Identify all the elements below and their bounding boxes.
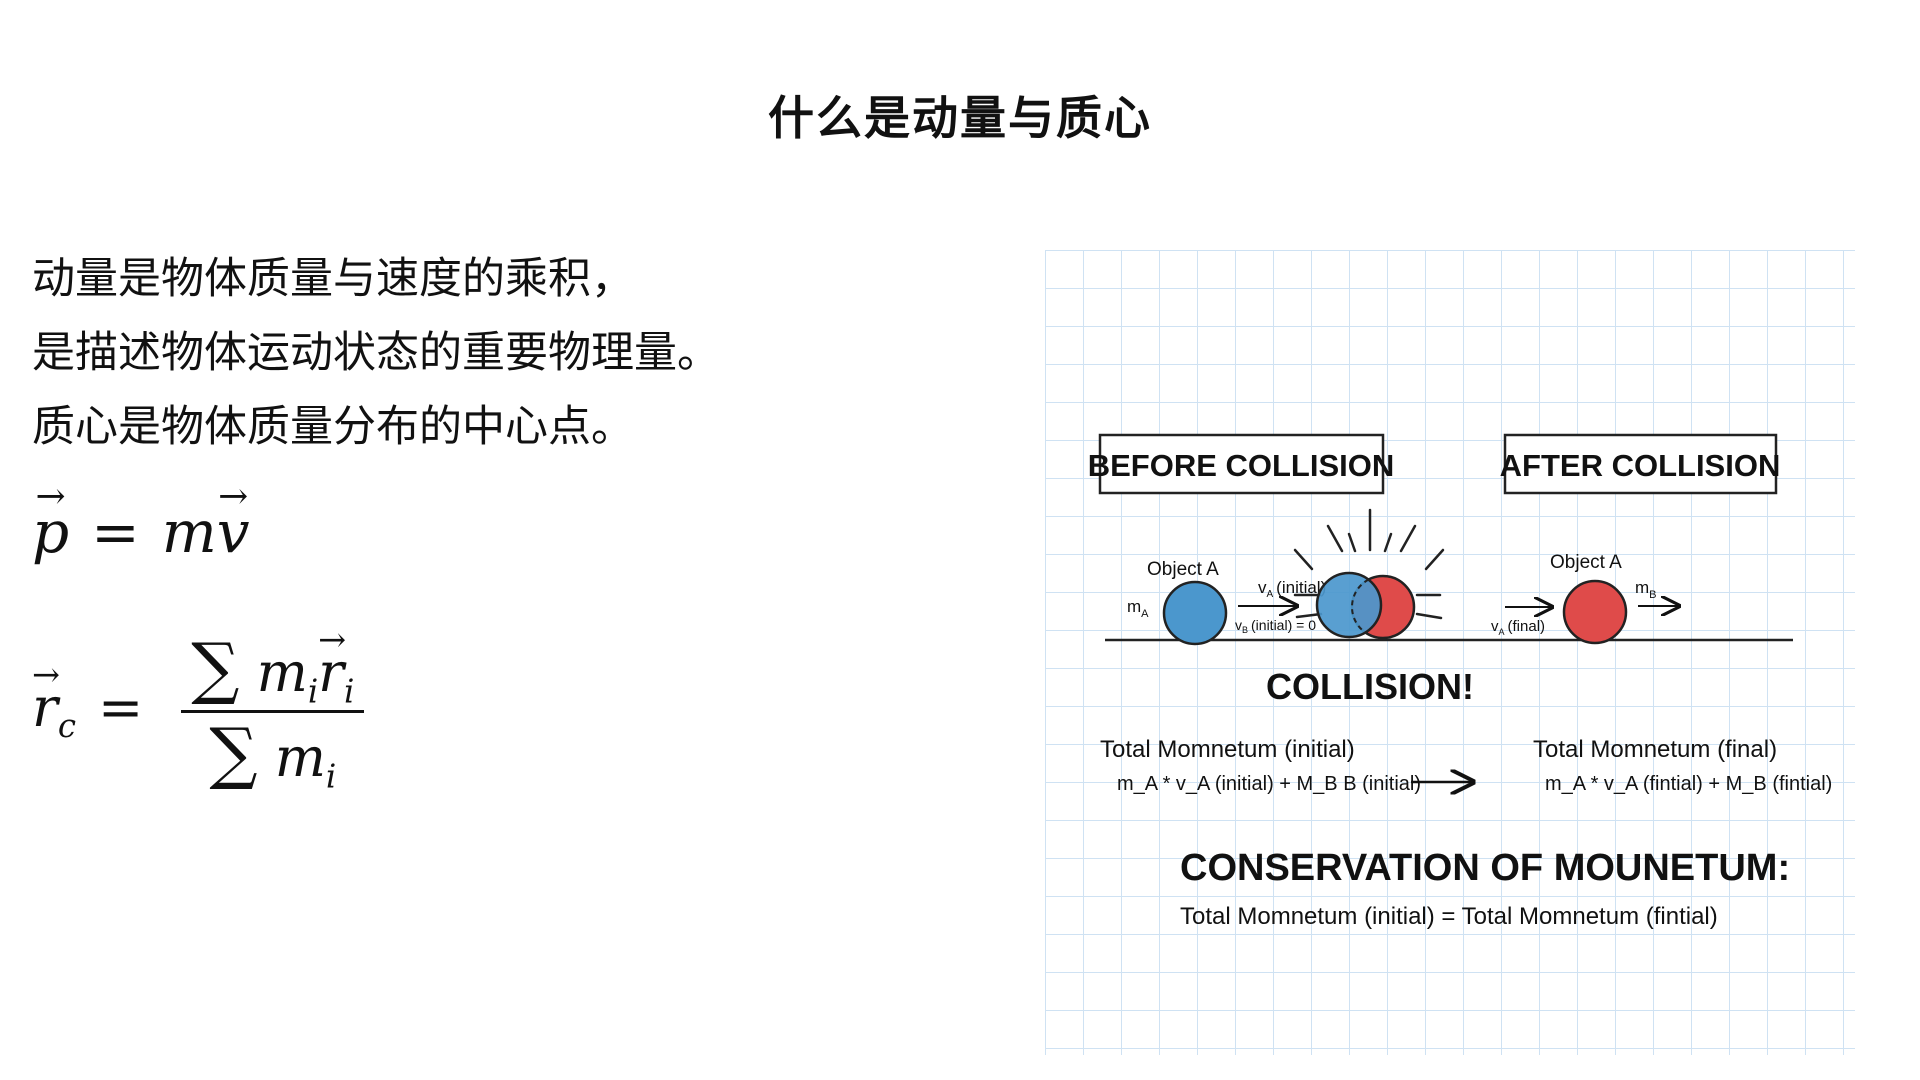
va-final-label: vA(final) [1491, 618, 1545, 637]
object-a-left-label: Object A [1147, 559, 1219, 580]
paragraph-line: 动量是物体质量与速度的乘积， [32, 254, 634, 304]
subscript-i: i [307, 672, 319, 711]
grid-paper [1045, 250, 1855, 1055]
velocity-symbol: v [217, 476, 250, 566]
va-initial-label: vA(initial) [1258, 578, 1326, 600]
mass-b-label: mB [1635, 578, 1657, 601]
ball-a-colliding [1315, 571, 1383, 639]
momentum-formula: p = mv [32, 476, 250, 566]
mass-symbol: m [274, 726, 326, 790]
denominator: ∑ mi [181, 713, 364, 795]
after-label: AFTER COLLISION [1500, 448, 1781, 483]
total-initial-label: Total Momnetum (initial) [1100, 736, 1355, 763]
vb-initial-label: vB(initial) = 0 [1235, 617, 1316, 635]
subscript-c: c [57, 707, 76, 746]
conservation-equation: Total Momnetum (initial) = Total Momnetu… [1180, 903, 1718, 930]
fraction: ∑ miri ∑ mi [181, 620, 365, 796]
page-title: 什么是动量与质心 [768, 91, 1152, 145]
total-initial-equation: m_A * v_A (initial) + M_B B (initial) [1117, 773, 1421, 795]
equals-sign: = [91, 498, 140, 566]
ball-a-after [1562, 579, 1628, 645]
collision-label: COLLISION! [1266, 666, 1474, 707]
subscript-i: i [325, 757, 337, 796]
momentum-symbol: p [32, 476, 69, 566]
after-label-box [1503, 433, 1778, 495]
conservation-title: CONSERVATION OF MOUNETUM: [1180, 847, 1790, 889]
intro-paragraph: 动量是物体质量与速度的乘积， 是描述物体运动状态的重要物理量。 质心是物体质量分… [32, 242, 720, 464]
subscript-i: i [344, 672, 355, 711]
position-symbol: r [318, 620, 344, 704]
center-of-mass-formula: rc= ∑ miri ∑ mi [32, 620, 365, 796]
mass-a-label: mA [1127, 597, 1149, 620]
ball-a-before [1162, 580, 1228, 646]
before-label: BEFORE COLLISION [1088, 448, 1395, 483]
total-final-equation: m_A * v_A (fintial) + M_B (fintial) [1545, 773, 1832, 795]
sum-symbol: ∑ [209, 713, 258, 793]
numerator: ∑ miri [181, 620, 365, 714]
mass-symbol: m [256, 641, 308, 704]
collision-illustration: BEFORE COLLISION AFTER COLLISION Object … [1045, 250, 1855, 1055]
paragraph-line: 是描述物体运动状态的重要物理量。 [32, 328, 720, 378]
position-symbol: r [32, 655, 58, 739]
sum-symbol: ∑ [191, 628, 240, 707]
mass-symbol: m [161, 498, 217, 566]
equals-sign: = [97, 675, 144, 739]
impact-burst-icon [1293, 508, 1445, 620]
ball-b-outline [1351, 575, 1415, 639]
before-label-box [1098, 433, 1385, 495]
paragraph-line: 质心是物体质量分布的中心点。 [32, 402, 634, 452]
total-final-label: Total Momnetum (final) [1533, 736, 1777, 763]
object-a-right-label: Object A [1550, 552, 1622, 573]
